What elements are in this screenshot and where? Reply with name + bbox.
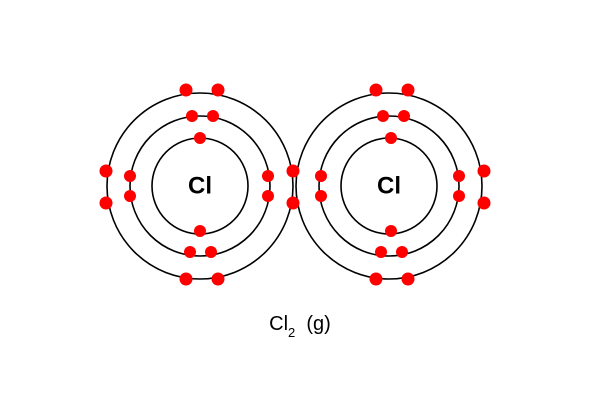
electron [211, 272, 225, 286]
electron [369, 272, 383, 286]
electron [369, 83, 383, 97]
electron [99, 164, 113, 178]
electron [375, 246, 387, 258]
atom-left-symbol: Cl [188, 173, 212, 200]
atom-right-shell-3 [295, 92, 483, 280]
electron [315, 190, 327, 202]
electron [207, 110, 219, 122]
electron [124, 170, 136, 182]
electron [99, 196, 113, 210]
molecule-formula: Cl2 (g) [0, 313, 600, 340]
electron [477, 196, 491, 210]
atom-left: Cl [99, 83, 294, 286]
atom-right-electrons [315, 83, 491, 286]
electron [124, 190, 136, 202]
atom-left-shell-2 [129, 115, 271, 257]
electron [194, 225, 206, 237]
electron [205, 246, 217, 258]
electron [398, 110, 410, 122]
formula-subscript: 2 [288, 325, 296, 340]
formula-element: Cl [269, 313, 289, 335]
electron [179, 272, 193, 286]
electron [477, 164, 491, 178]
atom-left-shell-3 [106, 92, 294, 280]
electron [184, 246, 196, 258]
electron [385, 225, 397, 237]
electron [385, 132, 397, 144]
shared-electron [286, 196, 300, 210]
electron [186, 110, 198, 122]
atom-right: Cl [295, 83, 491, 286]
electron [396, 246, 408, 258]
electron [262, 170, 274, 182]
electron [377, 110, 389, 122]
electron [179, 83, 193, 97]
electron [401, 83, 415, 97]
electron [315, 170, 327, 182]
electron [401, 272, 415, 286]
shared-electron [286, 164, 300, 178]
formula-state: (g) [306, 313, 331, 335]
electron [453, 190, 465, 202]
atom-left-electrons [99, 83, 274, 286]
atom-right-symbol: Cl [377, 173, 401, 200]
electron [262, 190, 274, 202]
electron [453, 170, 465, 182]
shared-electron-pair [286, 164, 300, 210]
electron [194, 132, 206, 144]
electron [211, 83, 225, 97]
